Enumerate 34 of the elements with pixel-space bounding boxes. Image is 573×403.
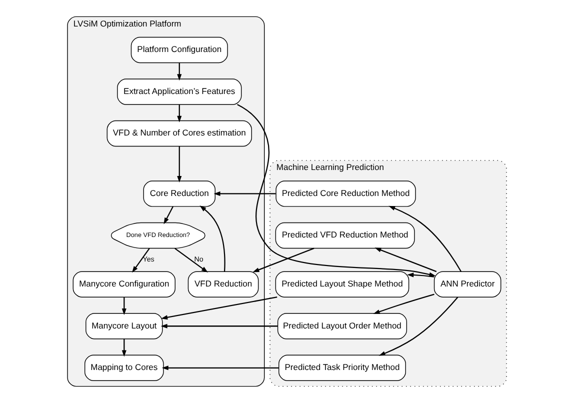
node-box: Manycore Layout [85,313,162,340]
arrow [378,296,458,356]
node-box: ANN Predictor [433,271,501,298]
arrow [176,146,182,183]
node-box: Manycore Configuration [72,271,175,298]
arrow [388,206,462,272]
node-box: VFD Reduction [187,271,258,298]
node-box: Predicted Core Reduction Method [275,180,416,207]
node-box: VFD & Number of Cores estimation [106,120,252,147]
node-box: Predicted Layout Order Method [276,313,407,340]
arrow [121,338,126,357]
arrow [176,62,182,81]
arrow [174,248,208,272]
arrow [252,248,314,272]
arrow [199,206,225,272]
node-box: Extract Application’s Features [116,78,242,105]
node-box: Predicted Task Priority Method [278,354,406,381]
arrow [236,104,436,277]
node-box: Predicted VFD Reduction Method [274,222,414,249]
arrow [161,366,278,370]
node-box: Platform Configuration [130,36,228,64]
arrow [176,104,182,122]
arrow [406,272,434,278]
arrow [121,297,126,316]
node-box: Predicted Layout Shape Method [274,271,409,298]
arrow [374,248,436,272]
arrow [160,324,278,328]
arrow [160,296,277,320]
arrow [163,206,173,224]
node-box: Core Reduction [142,180,215,207]
node-box: Mapping to Cores [84,354,164,381]
arrow [213,191,276,196]
arrow [372,294,434,314]
arrow [131,248,150,273]
